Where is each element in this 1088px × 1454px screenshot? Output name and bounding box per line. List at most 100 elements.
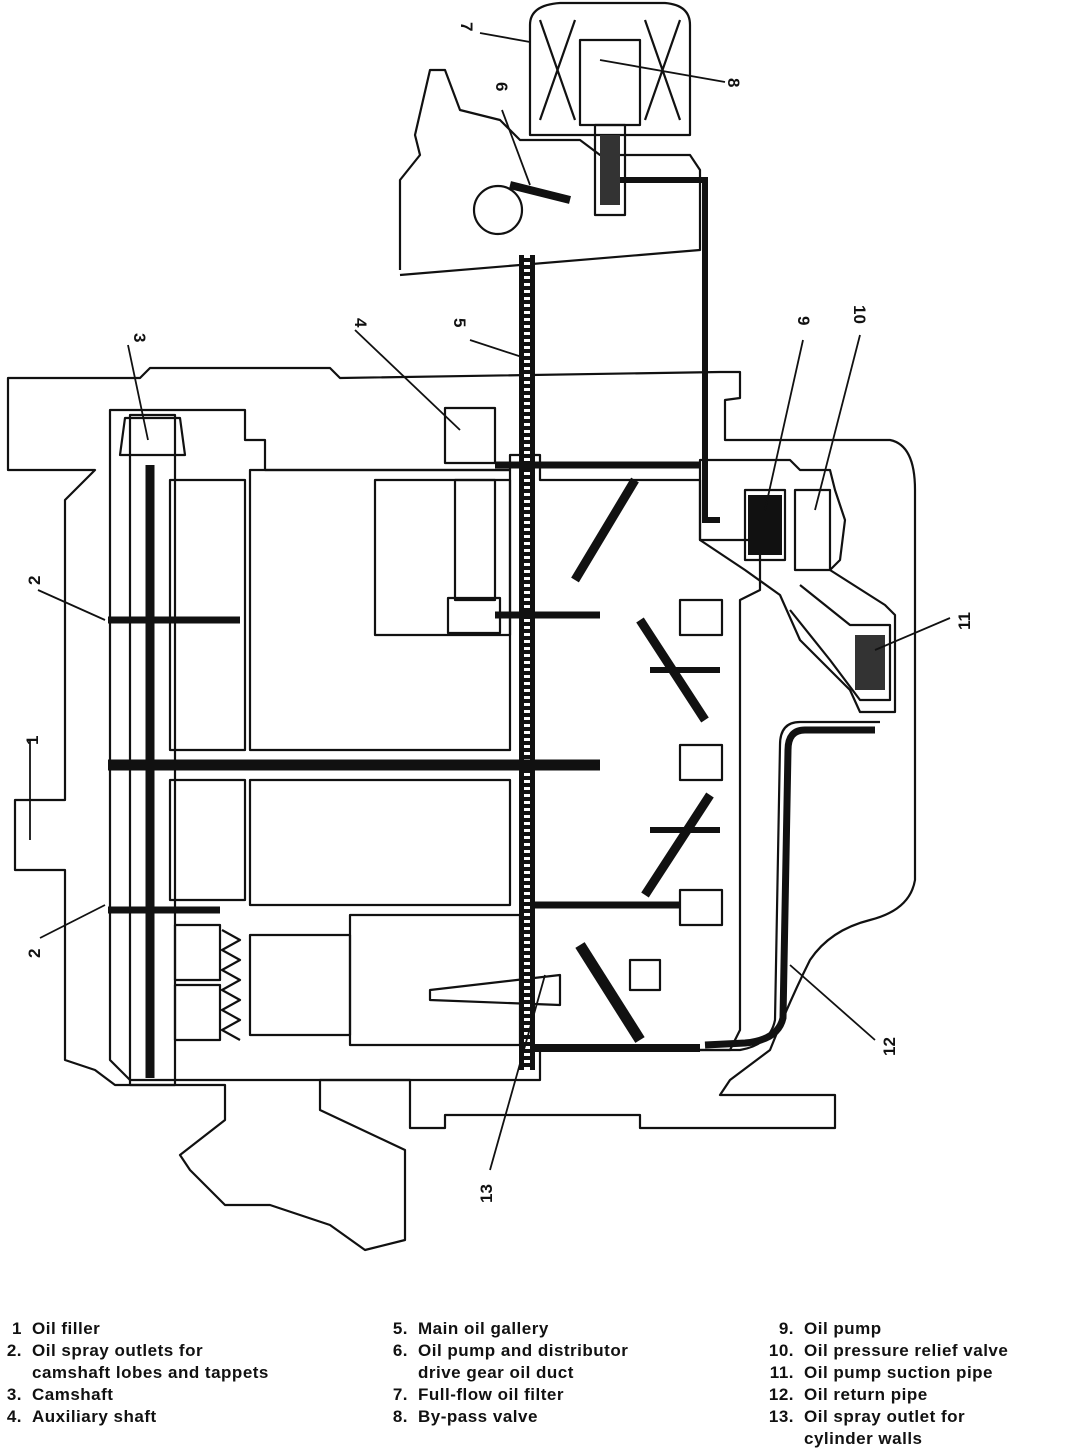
legend-num: 5.: [392, 1319, 408, 1338]
legend-num: 13.: [768, 1407, 794, 1426]
piston-body: [348, 913, 522, 1047]
legend-text: Oil pump and distributor drive gear oil …: [418, 1341, 629, 1382]
filter-cross-2: [538, 19, 577, 121]
auxiliary-shaft-body: [453, 478, 497, 602]
legend-text: Oil spray outlet for cylinder walls: [804, 1407, 966, 1448]
legend-item-6: 6. Oil pump and distributor drive gear oi…: [388, 1340, 628, 1384]
legend-column-3: 9.Oil pump 10.Oil pressure relief valve …: [760, 1318, 1008, 1450]
pump-duct: [509, 181, 571, 204]
legend-text: Main oil gallery: [418, 1319, 549, 1338]
leader-8: [599, 59, 726, 83]
upper-chamber: [248, 468, 512, 752]
legend-num: 7.: [392, 1385, 408, 1404]
callout-11: 11: [955, 612, 974, 630]
filter-feed-pipe: [620, 177, 720, 523]
legend-item-12: 12. Oil return pipe: [760, 1384, 1008, 1406]
legend-item-7: 7. Full-flow oil filter: [388, 1384, 628, 1406]
legend-num: 10.: [768, 1341, 794, 1360]
legend-item-2: 2. Oil spray outlets for camshaft lobes a…: [0, 1340, 269, 1384]
legend-text: Oil spray outlets for camshaft lobes and…: [32, 1341, 269, 1382]
legend-num: 6.: [392, 1341, 408, 1360]
spring-box-2: [173, 983, 222, 1042]
callout-12: 12: [880, 1037, 899, 1056]
legend-text: Oil pump suction pipe: [804, 1363, 993, 1382]
drive-gear-circle: [472, 184, 524, 236]
valve-lobe-2: [678, 743, 724, 782]
callout-9: 9: [794, 316, 813, 325]
tappet-bore-1: [168, 478, 247, 752]
auxiliary-shaft-top: [443, 406, 497, 465]
return-pipe-outline: [700, 720, 880, 1052]
diag-1: [571, 477, 639, 583]
legend-item-9: 9. Oil pump: [760, 1318, 1008, 1340]
diag-3: [641, 792, 714, 898]
return-pipe: [704, 726, 875, 1049]
legend-text: By-pass valve: [418, 1407, 538, 1426]
legend-num: 3.: [6, 1385, 22, 1404]
bypass-valve-core: [600, 135, 620, 205]
connecting-rod: [428, 973, 562, 1007]
camshaft-top: [118, 416, 187, 457]
diag-4: [575, 942, 645, 1043]
valve-spring: [220, 929, 242, 1041]
valve-stem-housing: [248, 933, 352, 1037]
legend-item-10: 10. Oil pressure relief valve: [760, 1340, 1008, 1362]
leader-2a: [37, 589, 106, 621]
valve-lobe-4: [628, 958, 662, 992]
callout-2b: 2: [25, 949, 44, 958]
legend-text: Camshaft: [32, 1385, 114, 1404]
callout-5: 5: [450, 318, 469, 327]
callout-10: 10: [850, 305, 869, 324]
legend-item-1: 1 Oil filler: [0, 1318, 269, 1340]
auxiliary-shaft-gear: [446, 596, 502, 635]
legend-column-1: 1 Oil filler 2. Oil spray outlets for cams…: [0, 1318, 269, 1428]
leader-2b: [39, 904, 106, 939]
callout-13: 13: [477, 1184, 496, 1203]
leader-7: [479, 32, 531, 43]
legend-text: Oil filler: [32, 1319, 101, 1338]
suction-pipe-outline: [789, 584, 892, 702]
legend-num: 2.: [6, 1341, 22, 1360]
legend-text: Oil pump: [804, 1319, 882, 1338]
relief-valve-body: [793, 488, 832, 572]
legend-text: Oil pressure relief valve: [804, 1341, 1009, 1360]
legend-num: 4.: [6, 1407, 22, 1426]
legend-item-8: 8.By-pass valve: [388, 1406, 628, 1428]
engine-lubrication-diagram: 1 2 2 3 4 5 6 7 8 9 10 11 12 13: [6, 1, 974, 1252]
legend-text: Auxiliary shaft: [32, 1407, 157, 1426]
legend-text: Full-flow oil filter: [418, 1385, 564, 1404]
leader-3: [127, 344, 149, 441]
valve-lobe-3: [678, 888, 724, 927]
filter-housing: [398, 68, 702, 277]
oil-filter-canister: [528, 1, 692, 137]
legend-item-13: 13. Oil spray outlet for cylinder walls: [760, 1406, 1008, 1450]
legend-num: 12.: [768, 1385, 794, 1404]
filter-cross-4: [643, 19, 682, 121]
leader-10: [814, 334, 861, 511]
lower-chamber: [248, 778, 512, 907]
leader-12: [789, 964, 876, 1041]
legend-item-11: 11. Oil pump suction pipe: [760, 1362, 1008, 1384]
oil-pump-rotor: [743, 488, 787, 562]
callout-2a: 2: [25, 576, 44, 585]
tappet-bore-2: [168, 778, 247, 902]
engine-block-outline: [6, 366, 917, 1252]
filter-center: [578, 38, 642, 127]
legend-item-3: 3. Camshaft: [0, 1384, 269, 1406]
callout-6: 6: [492, 82, 511, 91]
legend-text: Oil return pipe: [804, 1385, 928, 1404]
legend-item-4: 4. Auxiliary shaft: [0, 1406, 269, 1428]
callout-4: 4: [351, 318, 370, 328]
valve-lobe-1: [678, 598, 724, 637]
oil-pump-gears: [748, 495, 782, 555]
legend-num: 9.: [778, 1319, 794, 1338]
leader-9: [764, 339, 804, 511]
callout-7: 7: [457, 22, 476, 31]
legend-item-5: 5. Main oil gallery: [388, 1318, 628, 1340]
legend-num: 11.: [769, 1363, 794, 1382]
leader-6: [501, 109, 531, 186]
legend-num: 1: [12, 1319, 22, 1338]
distributor-housing: [373, 478, 512, 637]
leader-13: [489, 974, 546, 1171]
spring-box-1: [173, 923, 222, 982]
